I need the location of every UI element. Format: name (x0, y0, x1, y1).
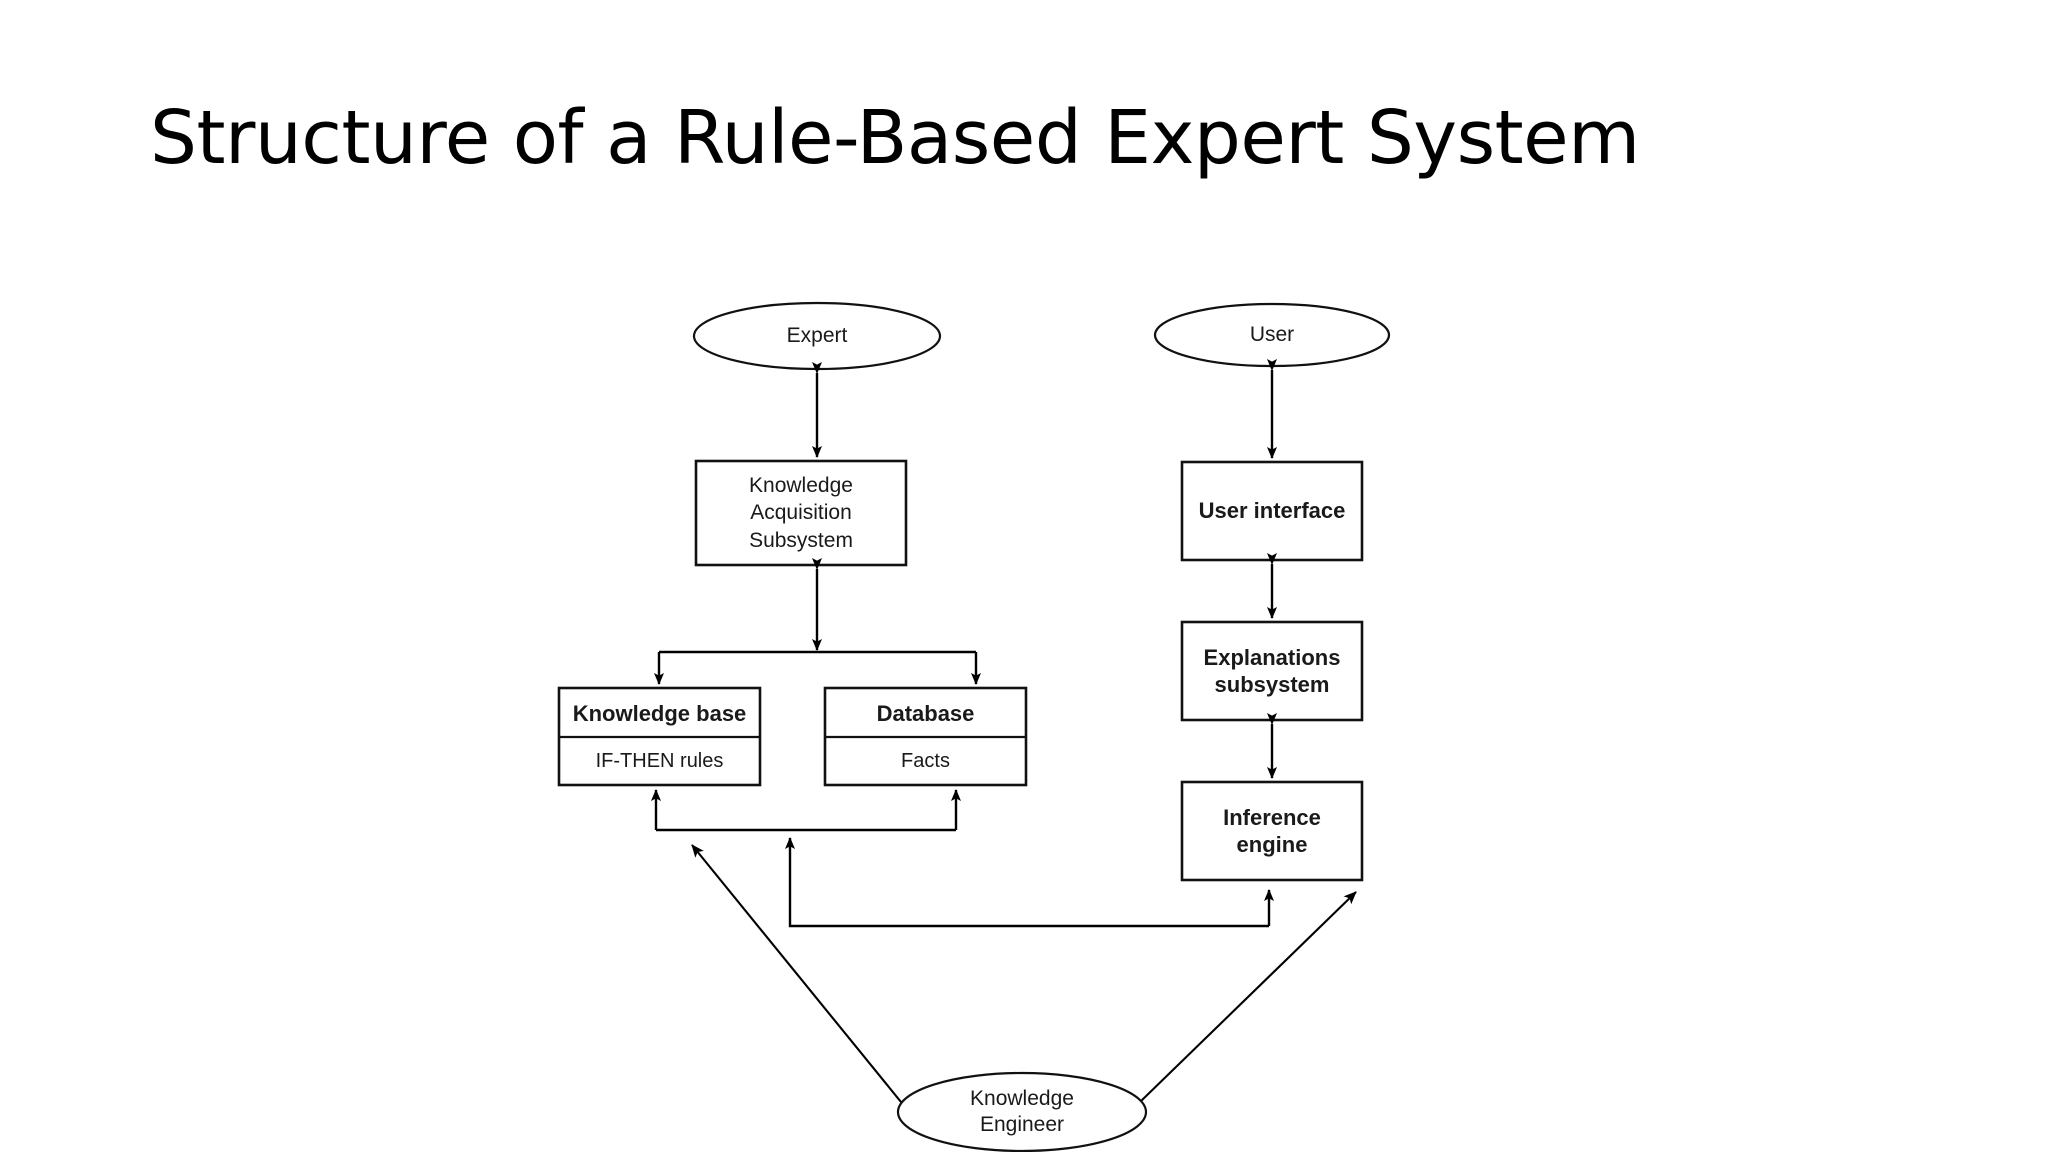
node-knowledge-engineer[interactable] (896, 1071, 1148, 1152)
page-title: Structure of a Rule-Based Expert System (150, 95, 1640, 181)
node-explanations-subsystem[interactable] (1180, 620, 1364, 722)
edge-knowledge-engineer-inference-engine (1127, 891, 1357, 1115)
node-knowledge-acquisition-subsystem[interactable] (694, 459, 908, 567)
node-user[interactable] (1153, 302, 1391, 368)
node-expert[interactable] (692, 301, 942, 371)
node-inference-engine[interactable] (1180, 780, 1364, 882)
edge-knowledge-engineer-knowledge-base (691, 844, 913, 1115)
node-user-interface[interactable] (1180, 460, 1364, 562)
